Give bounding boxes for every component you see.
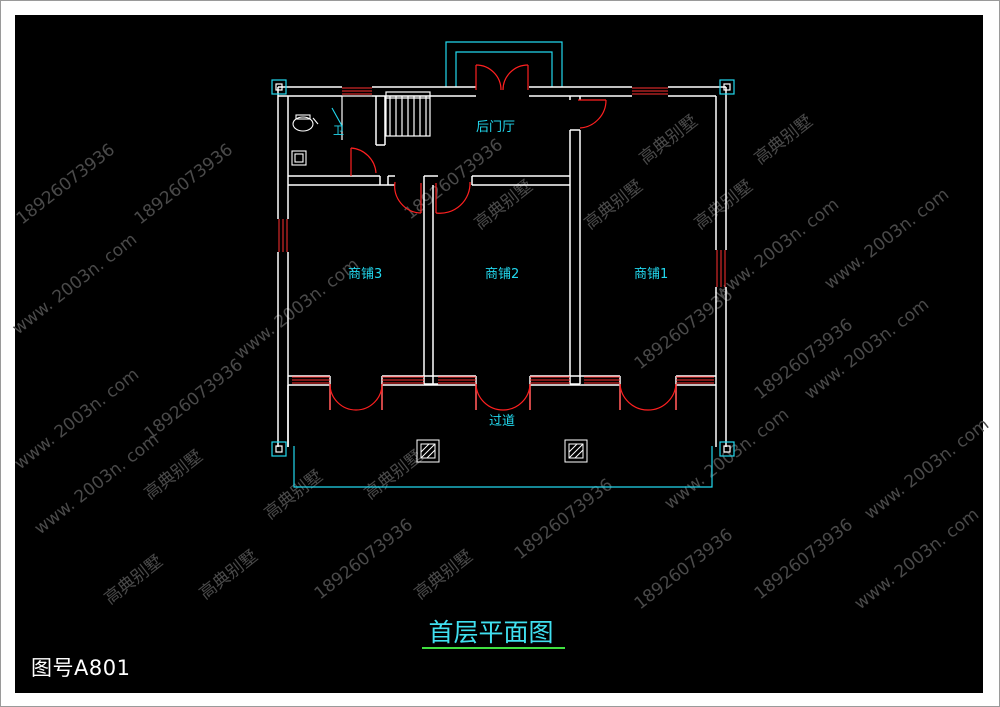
watermark-layer: 18926073936 18926073936 www. 2003n. com …: [9, 111, 993, 614]
porch-outlines: [293, 41, 713, 488]
watermark-site: www. 2003n. com: [661, 405, 793, 514]
room-label-shop-2: 商铺2: [485, 267, 519, 282]
room-label-corridor: 过道: [489, 414, 515, 429]
stairs: [341, 91, 431, 140]
watermark-site: www. 2003n. com: [9, 230, 141, 339]
cad-canvas: [15, 15, 983, 693]
drawing-title: 首层平面图: [428, 618, 553, 647]
watermark-phone: 18926073936: [311, 515, 417, 604]
watermark-brand: 高典别墅: [141, 446, 207, 504]
room-label-shop-1: 商铺1: [634, 267, 668, 282]
watermark-brand: 高典别墅: [751, 111, 817, 169]
watermark-site: www. 2003n. com: [231, 255, 363, 364]
watermark-brand: 高典别墅: [691, 176, 757, 234]
watermark-phone: 18926073936: [13, 140, 119, 229]
watermark-phone: 18926073936: [631, 525, 737, 614]
watermark-brand: 高典别墅: [196, 546, 262, 604]
watermark-phone: 18926073936: [141, 355, 247, 444]
windows: [278, 87, 726, 384]
watermark-phone: 18926073936: [131, 140, 237, 229]
room-label-back-hall: 后门厅: [476, 120, 515, 135]
walls: [277, 86, 727, 447]
corner-columns: [271, 79, 735, 457]
watermark-phone: 18926073936: [511, 475, 617, 564]
watermark-phone: 18926073936: [751, 515, 857, 604]
watermark-site: www. 2003n. com: [821, 185, 953, 294]
room-labels: 后门厅 商铺3 商铺2 商铺1 过道 卫: [333, 120, 668, 429]
porch-pillars: [416, 439, 588, 463]
watermark-brand: 高典别墅: [581, 176, 647, 234]
wc-fixtures: [291, 107, 343, 166]
room-label-shop-3: 商铺3: [348, 267, 382, 282]
watermark-phone: 18926073936: [631, 285, 737, 374]
sink-icon: [291, 150, 307, 166]
watermark-brand: 高典别墅: [411, 546, 477, 604]
watermark-brand: 高典别墅: [636, 111, 702, 169]
drawing-number: 图号A801: [31, 656, 131, 680]
room-label-wc: 卫: [333, 124, 344, 137]
toilet-icon: [292, 114, 319, 132]
watermark-site: www. 2003n. com: [861, 415, 993, 524]
door-swings: [329, 64, 677, 411]
watermark-brand: 高典别墅: [101, 551, 167, 609]
